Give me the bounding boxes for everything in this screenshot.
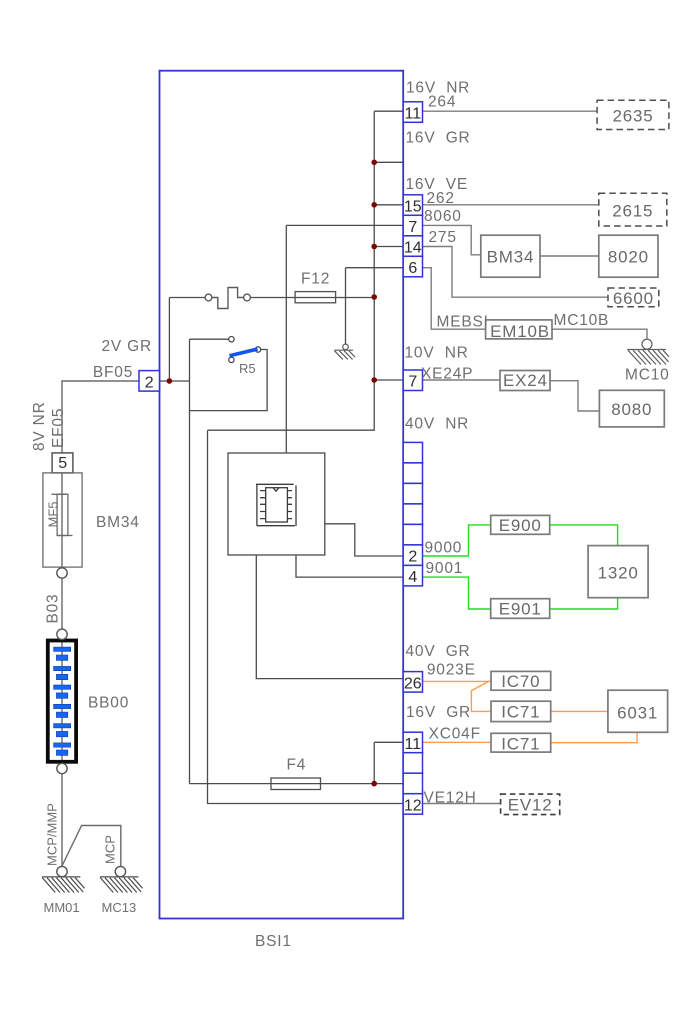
svg-text:2: 2 xyxy=(408,549,417,566)
svg-text:MF5: MF5 xyxy=(45,502,60,528)
svg-text:40V NR: 40V NR xyxy=(405,416,469,433)
svg-text:16V NR: 16V NR xyxy=(406,80,470,97)
svg-text:6: 6 xyxy=(408,260,417,277)
svg-text:16V VE: 16V VE xyxy=(406,176,468,193)
svg-text:IC70: IC70 xyxy=(501,672,540,691)
svg-text:11: 11 xyxy=(404,736,421,753)
svg-text:E900: E900 xyxy=(499,516,542,535)
svg-text:8020: 8020 xyxy=(608,248,649,267)
svg-text:8080: 8080 xyxy=(611,400,652,419)
svg-text:MEBSI: MEBSI xyxy=(437,314,489,331)
svg-text:2615: 2615 xyxy=(612,202,653,221)
svg-text:IC71: IC71 xyxy=(501,703,540,722)
svg-text:BSI1: BSI1 xyxy=(255,933,292,950)
svg-text:MC13: MC13 xyxy=(102,900,137,915)
svg-text:VE12H: VE12H xyxy=(424,790,477,807)
svg-text:EM10B: EM10B xyxy=(490,322,550,341)
svg-text:B03: B03 xyxy=(44,594,61,624)
svg-text:4: 4 xyxy=(408,569,417,586)
svg-text:EF05: EF05 xyxy=(50,408,67,448)
svg-text:9000: 9000 xyxy=(425,540,463,557)
svg-text:MC10: MC10 xyxy=(625,367,670,384)
svg-text:MM01: MM01 xyxy=(44,900,80,915)
svg-text:11: 11 xyxy=(404,106,421,123)
svg-text:275: 275 xyxy=(429,229,457,246)
svg-text:6031: 6031 xyxy=(617,704,658,723)
svg-text:F12: F12 xyxy=(301,271,330,288)
svg-text:6600: 6600 xyxy=(613,289,654,308)
svg-text:XC04F: XC04F xyxy=(429,726,481,743)
svg-text:MCP/MMP: MCP/MMP xyxy=(45,803,60,866)
svg-text:264: 264 xyxy=(428,94,456,111)
svg-text:40V GR: 40V GR xyxy=(406,643,471,660)
svg-text:BM34: BM34 xyxy=(487,248,535,267)
svg-text:7: 7 xyxy=(408,219,417,236)
svg-text:10V NR: 10V NR xyxy=(405,345,469,362)
svg-text:8V NR: 8V NR xyxy=(31,401,48,451)
svg-text:BF05: BF05 xyxy=(93,364,133,381)
svg-text:8060: 8060 xyxy=(424,208,462,225)
svg-text:2: 2 xyxy=(145,374,154,391)
svg-text:MC10B: MC10B xyxy=(554,312,610,329)
svg-text:BM34: BM34 xyxy=(96,514,140,531)
svg-text:IC71: IC71 xyxy=(501,735,540,754)
svg-text:E901: E901 xyxy=(499,600,542,619)
svg-text:F4: F4 xyxy=(287,757,307,774)
svg-text:MCP: MCP xyxy=(103,835,118,864)
svg-text:16V GR: 16V GR xyxy=(406,130,471,147)
svg-text:2635: 2635 xyxy=(612,107,653,126)
svg-text:262: 262 xyxy=(427,190,455,207)
svg-text:BB00: BB00 xyxy=(88,695,129,712)
svg-text:14: 14 xyxy=(404,240,422,257)
svg-text:2V GR: 2V GR xyxy=(102,338,153,355)
svg-text:26: 26 xyxy=(404,675,422,692)
svg-text:5: 5 xyxy=(58,455,67,472)
svg-text:R5: R5 xyxy=(239,361,256,376)
svg-text:7: 7 xyxy=(408,374,417,391)
svg-text:12: 12 xyxy=(404,797,422,814)
svg-text:16V GR: 16V GR xyxy=(406,704,471,721)
svg-text:1320: 1320 xyxy=(598,564,639,583)
svg-text:9023E: 9023E xyxy=(427,662,476,679)
svg-text:9001: 9001 xyxy=(426,560,464,577)
svg-text:XE24P: XE24P xyxy=(421,366,473,383)
svg-text:15: 15 xyxy=(404,199,422,216)
svg-text:EX24: EX24 xyxy=(503,371,548,390)
svg-text:EV12: EV12 xyxy=(508,796,553,815)
